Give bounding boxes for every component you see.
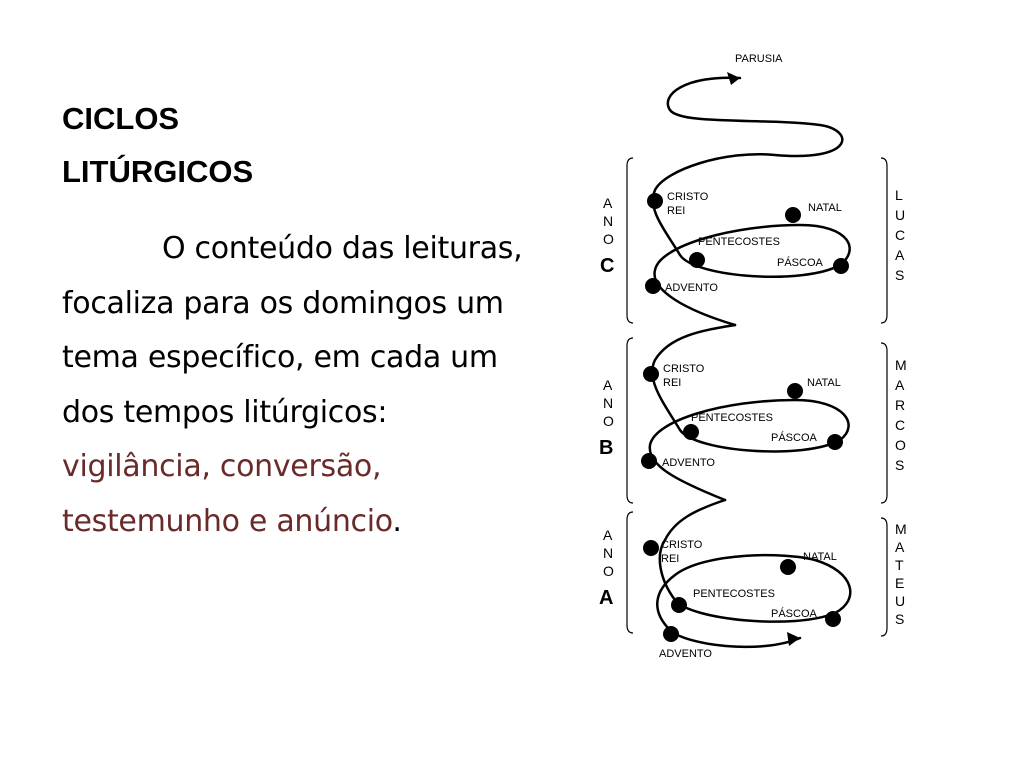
year-b-right-bracket <box>880 342 888 504</box>
year-b-gospel-letter: M <box>895 357 907 373</box>
year-a-pentecostes-label: PENTECOSTES <box>693 588 775 600</box>
year-b-natal-dot <box>787 383 803 399</box>
liturgical-cycle-spiral-diagram: PARUSIA A N O C L U C A S CRISTO REI NAT… <box>599 53 907 660</box>
year-b-gospel-letter: O <box>895 437 906 453</box>
year-c-pentecostes-dot <box>689 252 705 268</box>
year-c-pascoa-dot <box>833 258 849 274</box>
year-c-advento-label: ADVENTO <box>665 282 718 294</box>
year-b-pascoa-dot <box>827 434 843 450</box>
year-a-rei-label: REI <box>661 553 679 565</box>
year-b-block: A N O B M A R C O S CRISTO REI NATAL PEN… <box>599 337 907 504</box>
year-c-natal-dot <box>785 207 801 223</box>
year-c-pentecostes-label: PENTECOSTES <box>698 236 780 248</box>
bottom-arrowhead-icon <box>787 632 800 646</box>
year-c-gospel-letter: L <box>895 187 903 203</box>
year-a-right-bracket <box>880 517 888 637</box>
title-line-2: LITÚRGICOS <box>62 154 254 189</box>
spiral-loop-year-a <box>656 498 852 649</box>
year-a-natal-label: NATAL <box>803 551 837 563</box>
year-a-advento-dot <box>663 626 679 642</box>
year-a-ano-a: A <box>603 527 613 543</box>
year-a-cristo-label: CRISTO <box>661 539 703 551</box>
year-b-ano-n: N <box>603 395 613 411</box>
year-a-gospel-letter: S <box>895 611 904 627</box>
year-c-gospel-letter: A <box>895 247 905 263</box>
year-c-ano-a: A <box>603 195 613 211</box>
body-highlight-text: vigilância, conversão, testemunho e anún… <box>62 449 393 539</box>
year-a-pascoa-dot <box>825 611 841 627</box>
year-a-advento-label: ADVENTO <box>659 648 712 660</box>
year-c-pascoa-label: PÁSCOA <box>777 256 824 269</box>
year-b-letter: B <box>599 437 613 459</box>
year-a-ano-n: N <box>603 545 613 561</box>
year-a-pascoa-label: PÁSCOA <box>771 607 818 620</box>
year-b-gospel-letter: C <box>895 417 905 433</box>
year-a-gospel-letter: U <box>895 593 905 609</box>
year-a-cristo-rei-dot <box>643 540 659 556</box>
year-b-advento-dot <box>641 453 657 469</box>
year-b-natal-label: NATAL <box>807 377 841 389</box>
parusia-arrowhead-icon <box>727 72 740 85</box>
year-b-gospel-letter: A <box>895 377 905 393</box>
year-b-cristo-label: CRISTO <box>663 363 705 375</box>
year-a-gospel-letter: M <box>895 521 907 537</box>
year-c-cristo-rei-dot <box>647 193 663 209</box>
year-b-gospel-letter: S <box>895 457 904 473</box>
year-c-block: A N O C L U C A S CRISTO REI NATAL PENTE… <box>600 157 905 324</box>
year-c-advento-dot <box>645 278 661 294</box>
year-b-gospel-letter: R <box>895 397 905 413</box>
year-b-ano-o: O <box>603 413 614 429</box>
year-c-left-bracket <box>626 157 634 324</box>
year-a-left-bracket <box>626 511 634 634</box>
year-c-natal-label: NATAL <box>808 202 842 214</box>
year-a-pentecostes-dot <box>671 597 687 613</box>
year-a-gospel-letter: T <box>895 557 904 573</box>
year-c-ano-n: N <box>603 213 613 229</box>
year-b-rei-label: REI <box>663 377 681 389</box>
year-a-ano-o: O <box>603 563 614 579</box>
title-line-1: CICLOS <box>62 101 180 136</box>
parusia-label: PARUSIA <box>735 53 783 65</box>
year-a-block: A N O A M A T E U S CRISTO REI NATAL PEN… <box>599 511 907 660</box>
year-c-cristo-label: CRISTO <box>667 191 709 203</box>
year-b-cristo-rei-dot <box>643 366 659 382</box>
year-a-natal-dot <box>780 559 796 575</box>
year-b-pentecostes-dot <box>683 424 699 440</box>
year-b-advento-label: ADVENTO <box>662 457 715 469</box>
year-a-gospel-letter: E <box>895 575 904 591</box>
year-c-gospel-letter: S <box>895 267 904 283</box>
year-c-gospel-letter: U <box>895 207 905 223</box>
year-c-letter: C <box>600 255 614 277</box>
year-b-left-bracket <box>626 337 634 504</box>
year-b-ano-a: A <box>603 377 613 393</box>
body-main-text: O conteúdo das leituras, focaliza para o… <box>62 231 523 430</box>
year-a-letter: A <box>599 587 613 609</box>
year-b-pentecostes-label: PENTECOSTES <box>691 412 773 424</box>
year-c-right-bracket <box>880 157 888 324</box>
body-paragraph: O conteúdo das leituras, focaliza para o… <box>62 222 532 549</box>
year-a-gospel-letter: A <box>895 539 905 555</box>
year-c-gospel-letter: C <box>895 227 905 243</box>
year-c-ano-o: O <box>603 231 614 247</box>
year-c-rei-label: REI <box>667 205 685 217</box>
slide-title: CICLOS LITÚRGICOS <box>62 92 382 198</box>
year-b-pascoa-label: PÁSCOA <box>771 431 818 444</box>
spiral-loop-year-c <box>651 76 851 327</box>
body-end-punctuation: . <box>392 503 402 539</box>
